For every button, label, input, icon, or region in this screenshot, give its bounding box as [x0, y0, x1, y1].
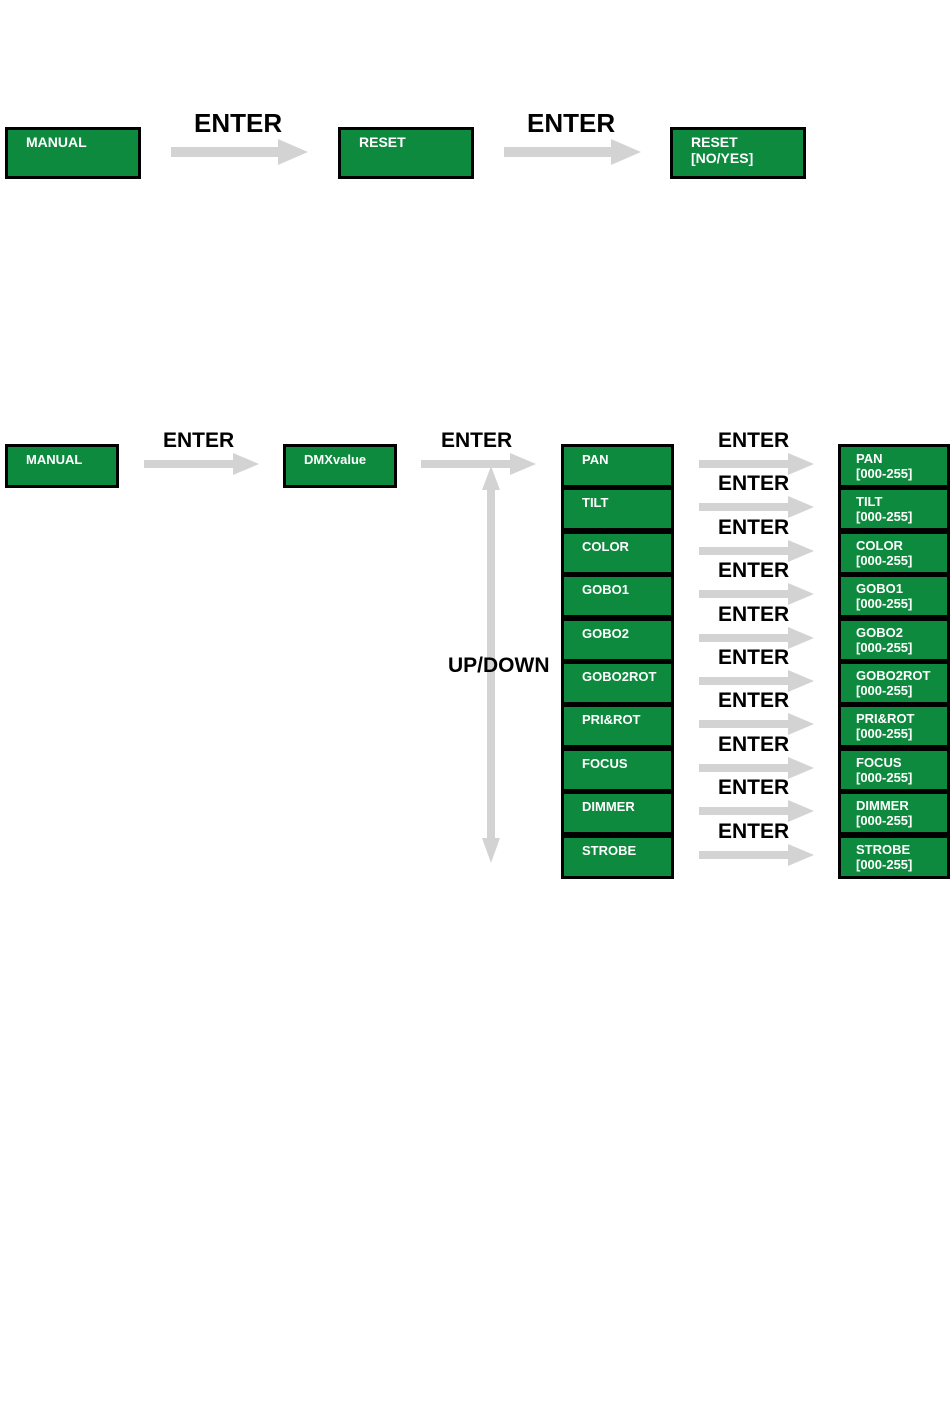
channel-value-range: [000-255]: [856, 466, 913, 481]
channel-value-box-tilt: TILT[000-255]: [838, 487, 950, 531]
channel-name: COLOR: [582, 539, 629, 554]
right-arrow-icon: [699, 540, 814, 562]
manual-box: MANUAL: [5, 127, 141, 179]
channel-box-strobe: STROBE: [561, 835, 674, 879]
channel-box-pri-rot: PRI&ROT: [561, 704, 674, 748]
channel-name: STROBE: [582, 843, 637, 858]
channel-value-range: [000-255]: [856, 596, 913, 611]
channel-value-range: [000-255]: [856, 770, 913, 785]
dmxvalue-box: DMXvalue: [283, 444, 397, 488]
up-down-label: UP/DOWN: [448, 654, 550, 677]
channel-name: TILT: [582, 495, 609, 510]
manual-box: MANUAL: [5, 444, 119, 488]
right-arrow-icon: [699, 496, 814, 518]
channel-box-focus: FOCUS: [561, 748, 674, 792]
channel-value-box-color: COLOR[000-255]: [838, 531, 950, 575]
channel-name: FOCUS: [582, 756, 628, 771]
channel-name: PRI&ROT: [582, 712, 641, 727]
channel-value-name: PRI&ROT: [856, 711, 915, 726]
channel-box-dimmer: DIMMER: [561, 791, 674, 835]
right-arrow-icon: [144, 453, 259, 475]
channel-value-name: TILT: [856, 494, 883, 509]
channel-value-range: [000-255]: [856, 640, 913, 655]
channel-value-box-focus: FOCUS[000-255]: [838, 748, 950, 792]
channel-value-name: FOCUS: [856, 755, 902, 770]
right-arrow-icon: [699, 670, 814, 692]
channel-value-box-gobo2: GOBO2[000-255]: [838, 618, 950, 662]
channel-value-range: [000-255]: [856, 726, 913, 741]
enter-label: ENTER: [441, 429, 513, 452]
right-arrow-icon: [699, 713, 814, 735]
channel-value-range: [000-255]: [856, 509, 913, 524]
reset-confirm-box: RESET [NO/YES]: [670, 127, 806, 179]
right-arrow-icon: [504, 139, 641, 165]
channel-value-name: COLOR: [856, 538, 903, 553]
channel-value-range: [000-255]: [856, 813, 913, 828]
channel-value-name: GOBO1: [856, 581, 903, 596]
right-arrow-icon: [699, 453, 814, 475]
channel-value-name: DIMMER: [856, 798, 909, 813]
right-arrow-icon: [699, 627, 814, 649]
channel-box-pan: PAN: [561, 444, 674, 488]
enter-label: ENTER: [718, 516, 790, 539]
right-arrow-icon: [699, 800, 814, 822]
enter-label: ENTER: [718, 472, 790, 495]
channel-box-gobo1: GOBO1: [561, 574, 674, 618]
enter-label: ENTER: [718, 429, 790, 452]
enter-label: ENTER: [718, 689, 790, 712]
channel-value-box-strobe: STROBE[000-255]: [838, 835, 950, 879]
channel-box-color: COLOR: [561, 531, 674, 575]
channel-value-box-gobo1: GOBO1[000-255]: [838, 574, 950, 618]
up-down-arrow-icon: [482, 466, 500, 863]
right-arrow-icon: [171, 139, 308, 165]
channel-name: PAN: [582, 452, 609, 467]
channel-name: GOBO2ROT: [582, 669, 657, 684]
channel-value-range: [000-255]: [856, 857, 913, 872]
channel-value-name: GOBO2ROT: [856, 668, 931, 683]
enter-label: ENTER: [527, 108, 616, 138]
right-arrow-icon: [421, 453, 536, 475]
enter-label: ENTER: [718, 603, 790, 626]
channel-name: GOBO1: [582, 582, 629, 597]
channel-box-tilt: TILT: [561, 487, 674, 531]
reset-box: RESET: [338, 127, 474, 179]
channel-value-box-pri-rot: PRI&ROT[000-255]: [838, 704, 950, 748]
enter-label: ENTER: [718, 646, 790, 669]
channel-value-box-gobo2rot: GOBO2ROT[000-255]: [838, 661, 950, 705]
reset-confirm-options: [NO/YES]: [691, 150, 754, 166]
enter-label: ENTER: [718, 776, 790, 799]
channel-value-name: STROBE: [856, 842, 911, 857]
channel-box-gobo2rot: GOBO2ROT: [561, 661, 674, 705]
manual-label: MANUAL: [26, 134, 87, 150]
channel-value-box-dimmer: DIMMER[000-255]: [838, 791, 950, 835]
enter-label: ENTER: [718, 820, 790, 843]
channel-value-box-pan: PAN[000-255]: [838, 444, 950, 488]
channel-box-gobo2: GOBO2: [561, 618, 674, 662]
channel-name: GOBO2: [582, 626, 629, 641]
channel-name: DIMMER: [582, 799, 635, 814]
enter-label: ENTER: [718, 733, 790, 756]
reset-label: RESET: [359, 134, 406, 150]
channel-value-range: [000-255]: [856, 553, 913, 568]
right-arrow-icon: [699, 844, 814, 866]
right-arrow-icon: [699, 757, 814, 779]
enter-label: ENTER: [194, 108, 283, 138]
manual-label: MANUAL: [26, 452, 83, 467]
right-arrow-icon: [699, 583, 814, 605]
channel-value-name: PAN: [856, 451, 883, 466]
enter-label: ENTER: [163, 429, 235, 452]
dmxvalue-label: DMXvalue: [304, 452, 367, 467]
channel-value-name: GOBO2: [856, 625, 903, 640]
reset-confirm-title: RESET: [691, 134, 738, 150]
enter-label: ENTER: [718, 559, 790, 582]
channel-value-range: [000-255]: [856, 683, 913, 698]
